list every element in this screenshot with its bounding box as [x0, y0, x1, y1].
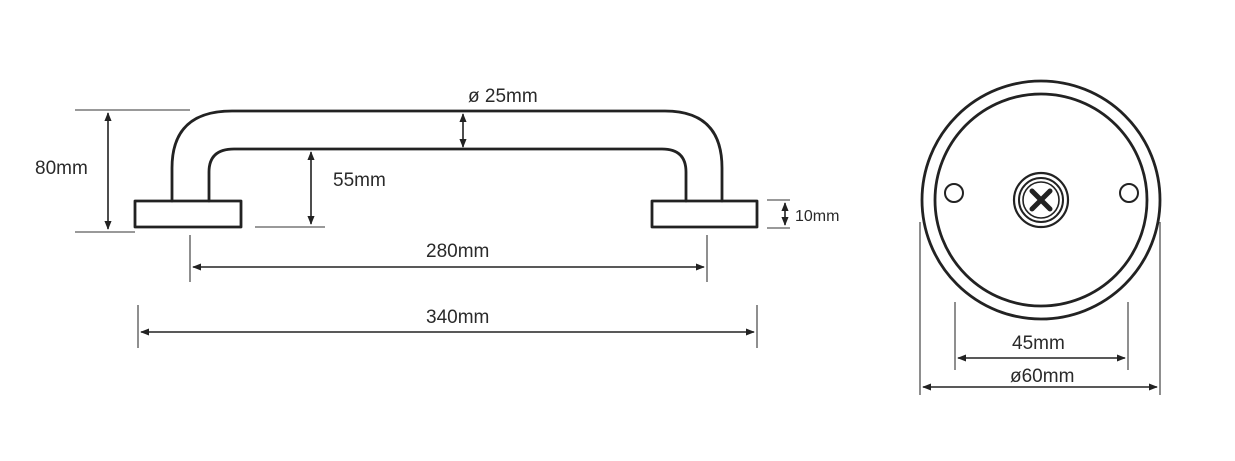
inner-width-label: 280mm — [426, 241, 489, 262]
right-mounting-base — [650, 199, 759, 229]
handle-inner-outline — [207, 147, 688, 203]
left-screw-hole — [944, 183, 964, 203]
height-label: 80mm — [35, 158, 88, 179]
handle-outer-outline — [170, 109, 724, 203]
right-screw-hole — [1119, 183, 1139, 203]
rosette-diameter-label: ø60mm — [1010, 366, 1074, 387]
base-thickness-label: 10mm — [795, 208, 839, 225]
tube-diameter-label: ø 25mm — [468, 86, 538, 107]
hole-spacing-label: 45mm — [1012, 333, 1065, 354]
side-view: 80mm 55mm ø 25mm 10mm 280mm 340mm — [35, 86, 839, 348]
center-screw-icon — [1012, 171, 1070, 229]
rosette-outer-ring — [920, 79, 1162, 321]
left-mounting-base — [133, 199, 243, 229]
front-view: 45mm ø60mm — [919, 79, 1162, 395]
overall-width-label: 340mm — [426, 307, 489, 328]
inner-height-label: 55mm — [333, 170, 386, 191]
rosette-inner-ring — [933, 92, 1149, 308]
